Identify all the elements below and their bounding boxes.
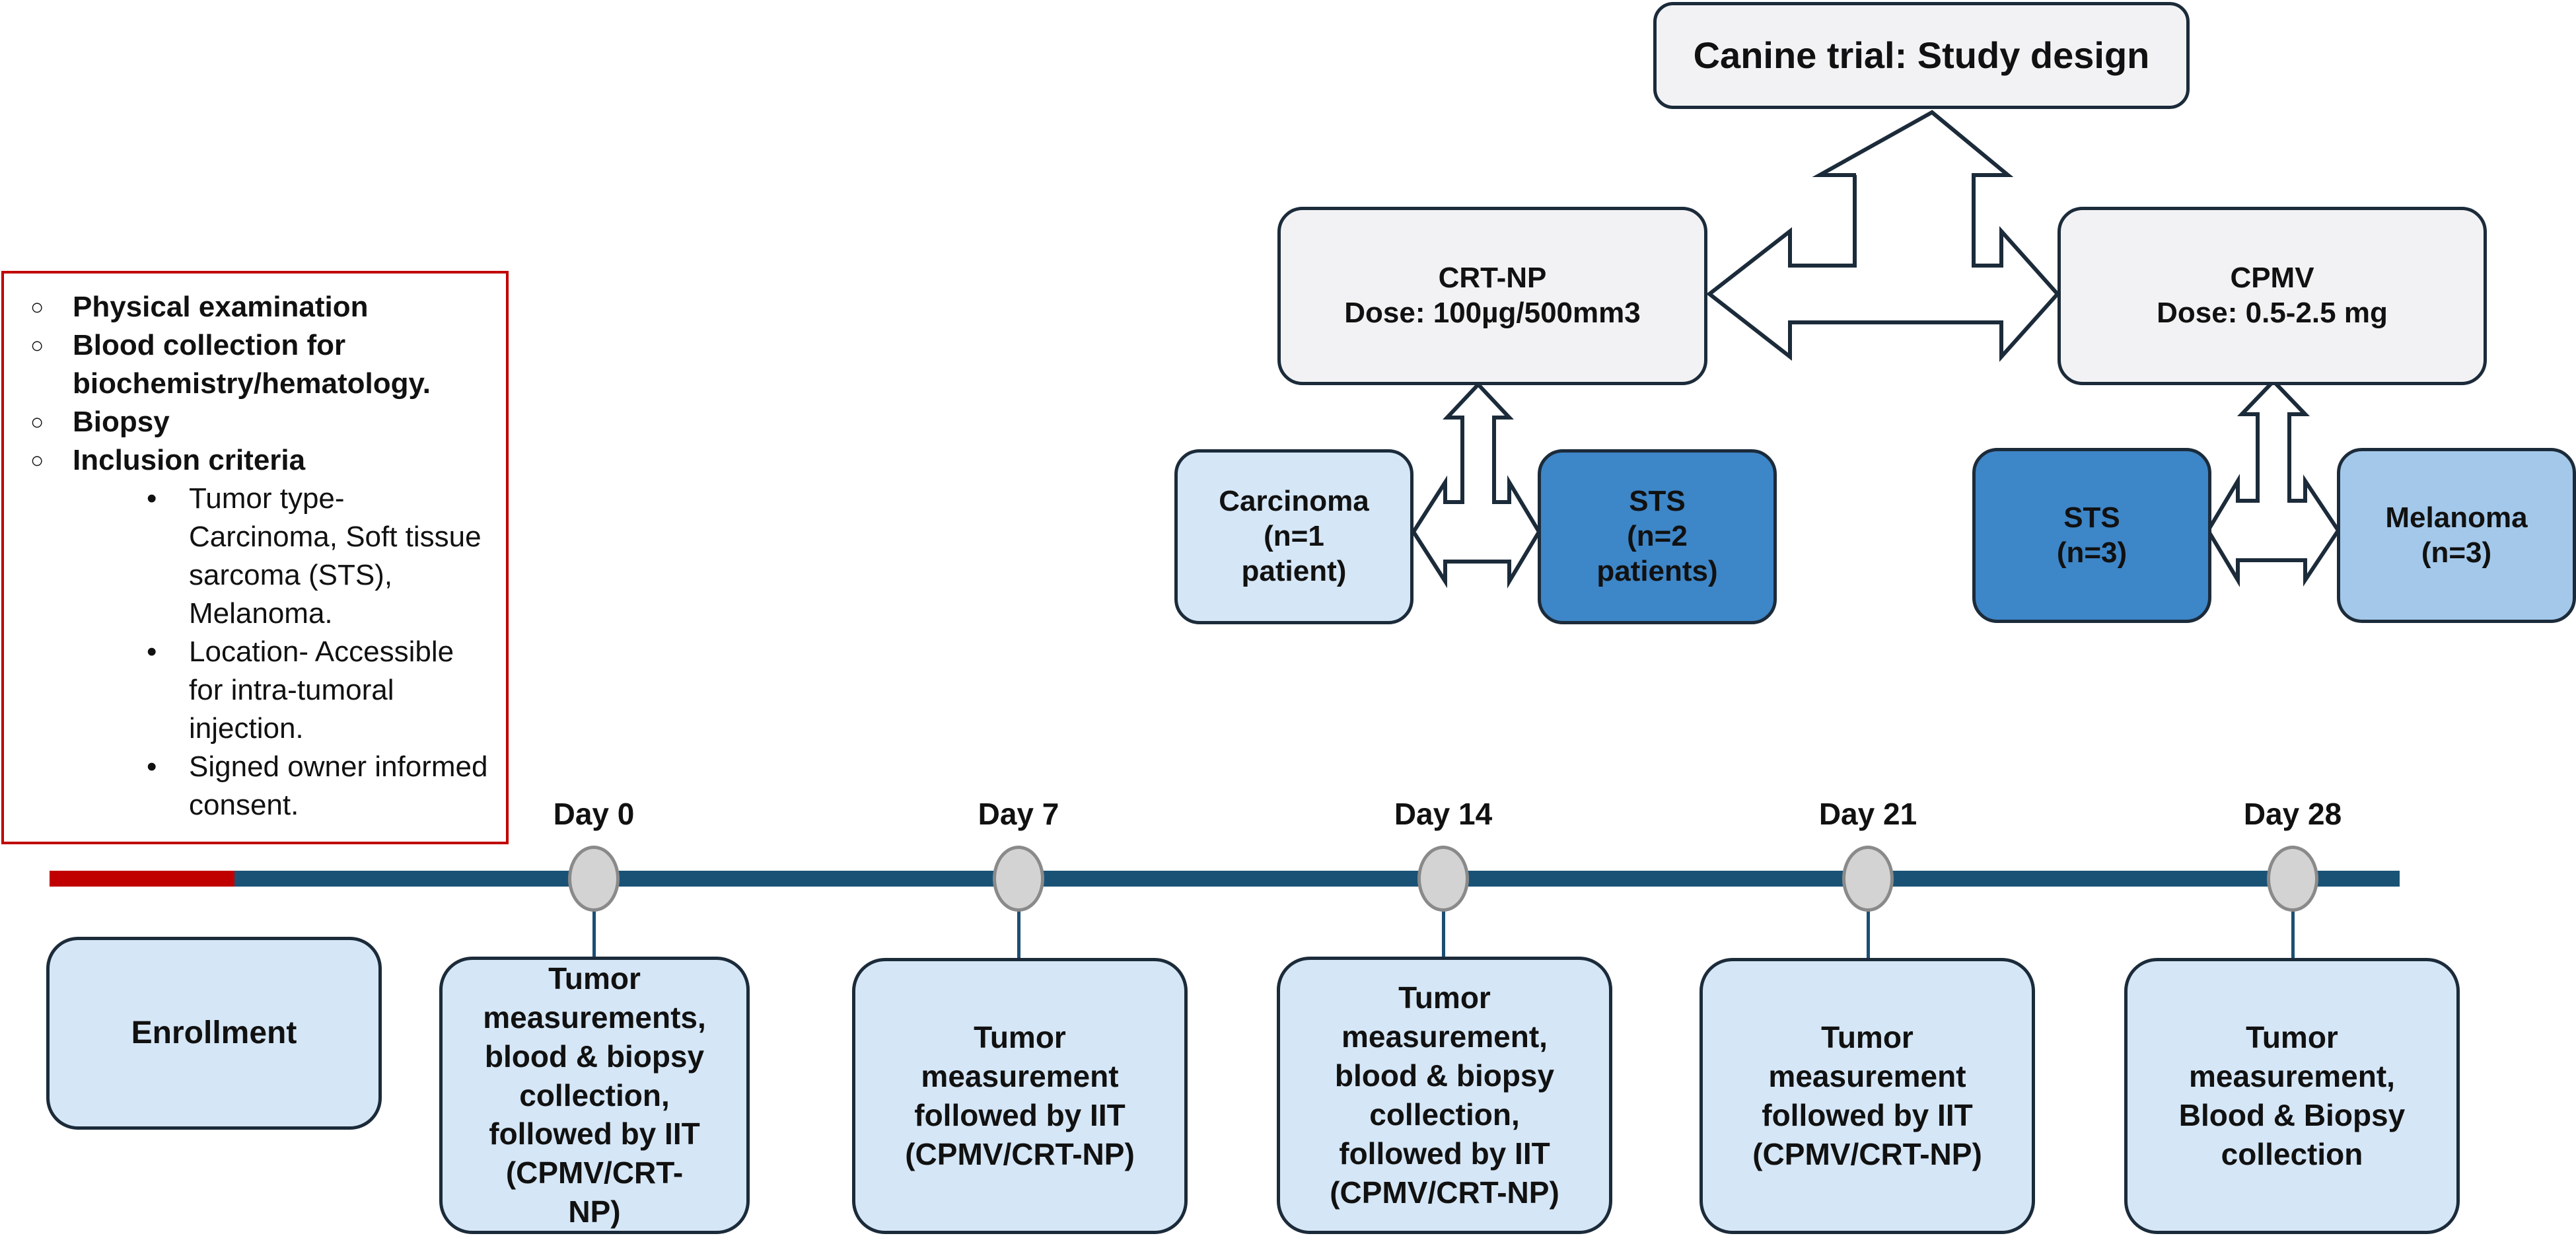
circle-bullet-icon: ○	[30, 333, 44, 358]
enrollment-box: Enrollment	[46, 937, 382, 1130]
dot-bullet-icon: •	[147, 636, 157, 668]
criteria-item: ○Blood collection for biochemistry/hemat…	[30, 326, 493, 403]
inclusion-criterion: •Location- Accessible for intra-tumoral …	[30, 633, 493, 748]
timeline-bar	[234, 871, 2400, 887]
arm-crt-np: CRT-NP Dose: 100µg/500mm3	[1277, 207, 1707, 385]
arm-cpmv: CPMV Dose: 0.5-2.5 mg	[2057, 207, 2487, 385]
day-activity-box: Tumor measurement followed by IIT (CPMV/…	[1699, 958, 2035, 1234]
group-carcinoma: Carcinoma (n=1 patient)	[1174, 449, 1413, 624]
enrollment-period-bar	[50, 871, 234, 887]
timeline-stem	[2291, 910, 2295, 958]
day-label: Day 21	[1818, 797, 1917, 831]
group-melanoma: Melanoma (n=3)	[2337, 448, 2576, 623]
circle-bullet-icon: ○	[30, 448, 44, 473]
criteria-item: ○Physical examination	[30, 288, 493, 326]
timeline-stem	[1442, 910, 1445, 958]
group-sts-crt-np: STS (n=2 patients)	[1538, 449, 1777, 624]
day-label: Day 28	[2243, 797, 2342, 831]
timeline-node	[1417, 846, 1469, 912]
timeline-stem	[1017, 910, 1020, 958]
circle-bullet-icon: ○	[30, 295, 44, 320]
inclusion-criterion: •Tumor type- Carcinoma, Soft tissue sarc…	[30, 480, 493, 633]
group-sts-cpmv: STS (n=3)	[1972, 448, 2211, 623]
dot-bullet-icon: •	[147, 750, 157, 783]
timeline-node	[2267, 846, 2318, 912]
day-activity-box: Tumor measurement, blood & biopsy collec…	[1277, 957, 1612, 1234]
timeline-stem	[1867, 910, 1870, 958]
day-label: Day 7	[978, 797, 1059, 831]
circle-bullet-icon: ○	[30, 410, 44, 435]
study-design-title: Canine trial: Study design	[1653, 2, 2190, 109]
three-way-arrow	[1706, 110, 2061, 362]
design-arrows	[1411, 110, 2341, 589]
timeline-node	[993, 846, 1044, 912]
cpmv-connector-arrow	[2205, 378, 2341, 587]
criteria-item: ○Biopsy	[30, 403, 493, 441]
day-activity-box: Tumor measurements, blood & biopsy colle…	[439, 957, 750, 1234]
screening-criteria-box: ○Physical examination ○Blood collection …	[1, 271, 509, 844]
dot-bullet-icon: •	[147, 482, 157, 515]
timeline-stem	[592, 910, 596, 958]
timeline-node	[568, 846, 620, 912]
timeline-node	[1842, 846, 1894, 912]
criteria-item: ○Inclusion criteria	[30, 441, 493, 480]
crt-np-connector-arrow	[1411, 381, 1542, 589]
day-label: Day 14	[1394, 797, 1493, 831]
day-label: Day 0	[553, 797, 635, 831]
day-activity-box: Tumor measurement followed by IIT (CPMV/…	[852, 958, 1188, 1234]
inclusion-criterion: •Signed owner informed consent.	[30, 748, 493, 824]
day-activity-box: Tumor measurement, Blood & Biopsy collec…	[2124, 958, 2460, 1234]
